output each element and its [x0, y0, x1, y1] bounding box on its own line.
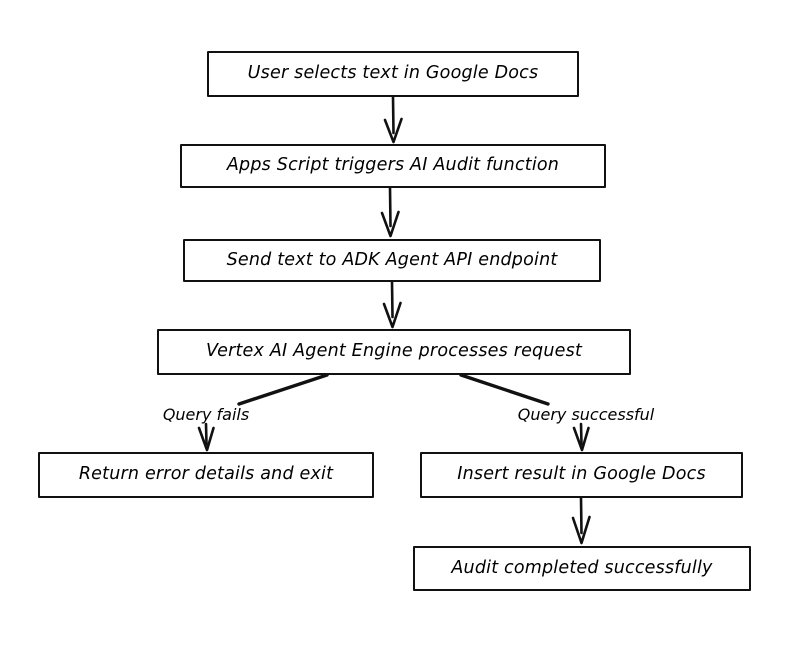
edge-n2-n3 [380, 186, 400, 238]
edge-n6-n7 [571, 496, 591, 545]
edge-n1-n2 [383, 95, 403, 144]
edge-label-query-fails: Query fails [162, 405, 250, 424]
edge-n3-n4 [382, 280, 402, 329]
node-apps-script-trigger[interactable]: Apps Script triggers AI Audit function [180, 144, 606, 188]
node-label: Audit completed successfully [451, 557, 713, 578]
node-user-selects-text[interactable]: User selects text in Google Docs [207, 51, 579, 97]
node-label: Insert result in Google Docs [457, 464, 706, 485]
node-vertex-ai-processes[interactable]: Vertex AI Agent Engine processes request [157, 329, 631, 375]
node-label: Apps Script triggers AI Audit function [226, 155, 560, 176]
node-label: Vertex AI Agent Engine processes request [205, 341, 583, 362]
node-insert-result[interactable]: Insert result in Google Docs [420, 452, 743, 498]
node-label: User selects text in Google Docs [247, 63, 539, 84]
node-send-text-to-adk[interactable]: Send text to ADK Agent API endpoint [183, 239, 601, 282]
edge-label-query-successful: Query successful [517, 405, 655, 424]
node-audit-completed[interactable]: Audit completed successfully [413, 546, 751, 591]
edge-n4-n5 [197, 373, 329, 452]
node-return-error[interactable]: Return error details and exit [38, 452, 374, 498]
node-label: Return error details and exit [78, 464, 334, 485]
edge-n4-n6 [459, 373, 590, 452]
node-label: Send text to ADK Agent API endpoint [226, 249, 558, 270]
